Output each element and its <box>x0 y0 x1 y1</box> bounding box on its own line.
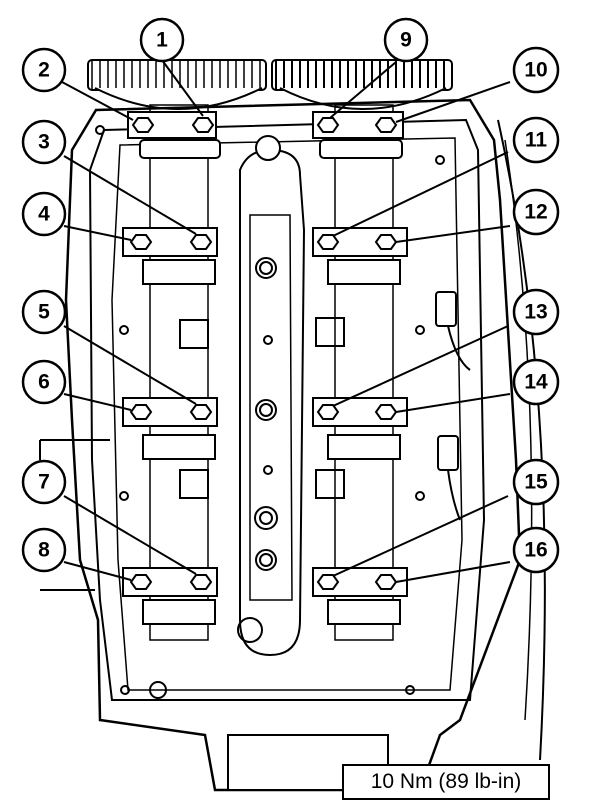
callout-12 <box>512 188 560 236</box>
callout-8 <box>21 527 67 573</box>
left-camshaft <box>149 104 209 641</box>
bolt-6 <box>129 404 153 420</box>
bolt-5 <box>189 404 213 420</box>
callout-6 <box>21 359 67 405</box>
bolt-2 <box>131 117 155 133</box>
callout-5 <box>21 289 67 335</box>
bolt-15 <box>316 574 340 590</box>
callout-label-10: 10 <box>524 59 547 82</box>
callout-13 <box>512 288 560 336</box>
callout-7 <box>21 459 67 505</box>
callout-label-3: 3 <box>38 131 50 154</box>
bolt-9 <box>316 117 340 133</box>
bolt-8 <box>129 574 153 590</box>
callout-label-11: 11 <box>525 129 548 152</box>
left-camshaft-sprocket <box>87 59 267 110</box>
right-camshaft <box>334 104 394 641</box>
callout-1 <box>139 17 185 63</box>
callout-2 <box>21 47 67 93</box>
callout-16 <box>512 526 560 574</box>
callout-label-8: 8 <box>38 539 50 562</box>
torque-spec-label: 10 Nm (89 lb-in) <box>342 764 550 800</box>
callout-14 <box>512 358 560 406</box>
callout-label-4: 4 <box>38 203 50 226</box>
bolt-7 <box>189 574 213 590</box>
callout-label-7: 7 <box>38 471 50 494</box>
callout-label-13: 13 <box>524 301 547 324</box>
bolt-11 <box>316 234 340 250</box>
callout-11 <box>512 116 560 164</box>
callout-4 <box>21 191 67 237</box>
bolt-3 <box>189 234 213 250</box>
bolt-4 <box>129 234 153 250</box>
callout-label-1: 1 <box>156 29 168 52</box>
callout-label-6: 6 <box>38 371 50 394</box>
callout-label-15: 15 <box>524 471 548 494</box>
callout-label-14: 14 <box>524 371 548 394</box>
callout-label-12: 12 <box>524 201 547 224</box>
callout-label-5: 5 <box>38 301 50 324</box>
callout-label-2: 2 <box>38 59 50 82</box>
right-camshaft-sprocket <box>271 59 453 110</box>
bolt-14 <box>374 404 398 420</box>
bolt-10 <box>374 117 398 133</box>
callout-3 <box>21 119 67 165</box>
leader-lines <box>61 59 511 583</box>
callout-label-9: 9 <box>400 29 412 52</box>
callout-15 <box>512 458 560 506</box>
bolts <box>129 117 398 590</box>
cylinder-head-outline <box>64 98 522 792</box>
callout-9 <box>383 17 429 63</box>
callout-10 <box>512 46 560 94</box>
bolt-12 <box>374 234 398 250</box>
bolt-13 <box>316 404 340 420</box>
bolt-16 <box>374 574 398 590</box>
bolt-1 <box>191 117 215 133</box>
callout-label-16: 16 <box>524 539 547 562</box>
